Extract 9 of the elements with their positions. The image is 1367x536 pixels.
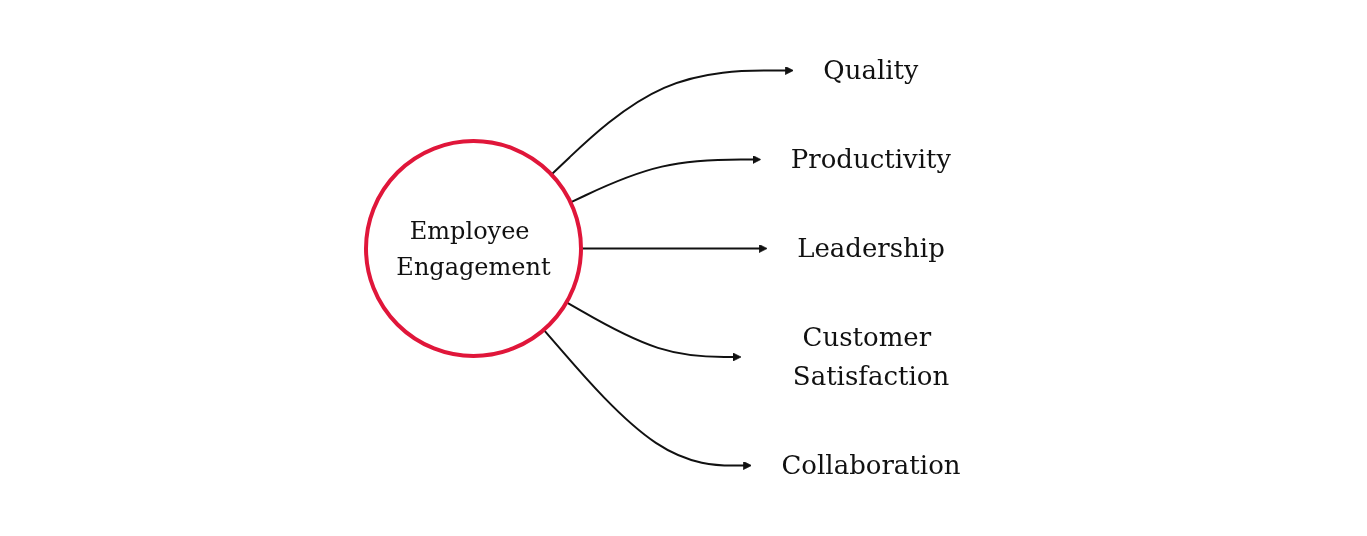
node-text: Productivity (790, 144, 952, 174)
node-text: Leadership (797, 233, 945, 263)
node-circle: Employee Engagement (364, 139, 583, 358)
node-text: Quality (823, 55, 919, 85)
arrow (565, 301, 742, 362)
arrow (542, 328, 752, 470)
node-text: Collaboration (781, 450, 961, 480)
node-text: Customer Satisfaction (792, 322, 950, 391)
arrow (550, 66, 794, 176)
